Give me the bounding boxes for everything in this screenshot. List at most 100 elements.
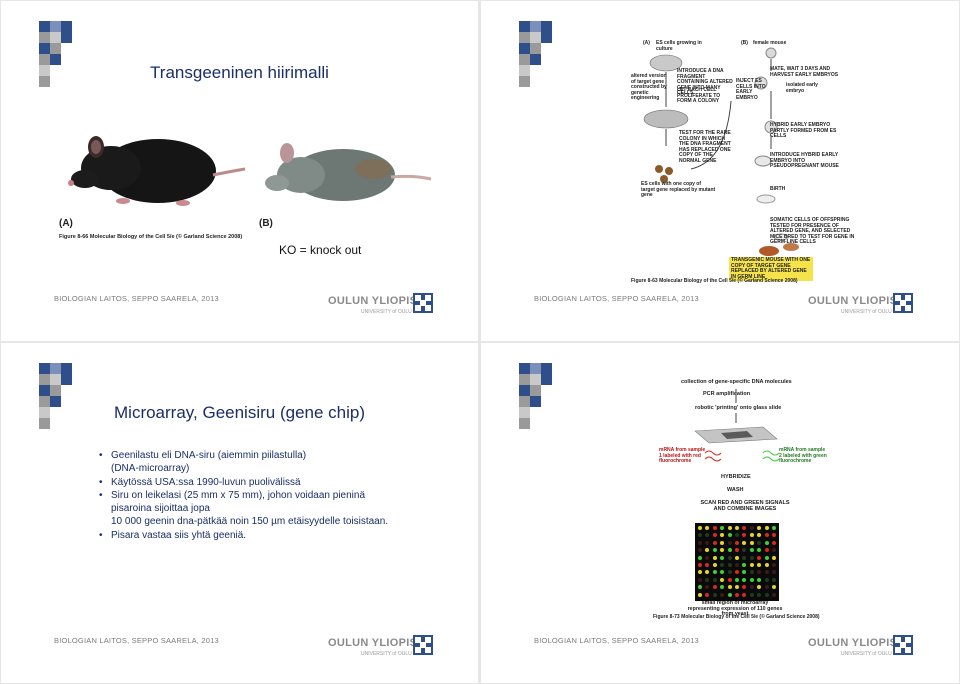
microarray-spot xyxy=(772,577,776,582)
knockout-flow-diagram xyxy=(643,47,799,256)
label-es-one-copy: ES cells with one copy of target gene re… xyxy=(641,181,716,199)
microarray-spot xyxy=(757,570,762,575)
microarray-spot xyxy=(720,555,725,560)
microarray-spot xyxy=(742,526,747,530)
microarray-spot xyxy=(772,555,776,560)
microarray-spot xyxy=(749,570,754,575)
microarray-spot xyxy=(735,533,739,538)
microarray-spot xyxy=(727,585,732,590)
microarray-spot xyxy=(727,555,732,560)
slide-title: Transgeeninen hiirimalli xyxy=(150,63,329,82)
microarray-spot xyxy=(749,585,754,590)
microarray-spot xyxy=(735,563,739,567)
microarray-spot xyxy=(757,526,762,530)
microarray-spot xyxy=(772,563,776,567)
microarray-spot xyxy=(720,570,725,575)
slide-transgenic-mouse: Transgeeninen hiirimalli (A) (B) Figure … xyxy=(1,1,478,341)
microarray-spot xyxy=(727,533,732,538)
microarray-spot xyxy=(772,533,776,538)
microarray-spot xyxy=(764,540,769,545)
label-transgenic-mouse: TRANSGENIC MOUSE WITH ONE COPY OF TARGET… xyxy=(729,257,813,282)
label-inject: INJECT ES CELLS INTO EARLY EMBRYO xyxy=(736,78,766,101)
microarray-spot xyxy=(742,548,747,553)
corner-decoration xyxy=(519,363,563,435)
label-collection: collection of gene-specific DNA molecule… xyxy=(681,379,792,385)
label-mrna-sample2: mRNA from sample 2 labeled with green fl… xyxy=(779,447,827,465)
glass-slide-image xyxy=(694,389,778,444)
microarray-spot xyxy=(727,577,732,582)
label-mrna-sample1: mRNA from sample 1 labeled with red fluo… xyxy=(659,447,706,465)
microarray-spot xyxy=(735,585,739,590)
microarray-spot xyxy=(705,540,710,545)
microarray-spot xyxy=(764,577,769,582)
microarray-spot xyxy=(764,585,769,590)
microarray-spot xyxy=(749,540,754,545)
fluorochrome-strands-image xyxy=(704,450,780,462)
bullet-item: Geenilastu eli DNA-siru (aiemmin piilast… xyxy=(97,449,437,476)
university-logo-text: OULUN YLIOPISTO xyxy=(328,637,433,649)
microarray-spot xyxy=(757,555,762,560)
microarray-spot xyxy=(742,570,747,575)
university-logo-subtext: UNIVERSITY of OULU xyxy=(361,651,412,657)
label-scan: SCAN RED AND GREEN SIGNALS AND COMBINE I… xyxy=(700,500,790,512)
microarray-spot-grid xyxy=(695,523,779,601)
university-logo-text: OULUN YLIOPISTO xyxy=(808,637,913,649)
black-mouse-image xyxy=(68,136,246,206)
bullet-item: Siru on leikelasi (25 mm x 75 mm), johon… xyxy=(97,489,437,529)
microarray-spot xyxy=(772,570,776,575)
microarray-spot xyxy=(720,526,725,530)
university-emblem-icon xyxy=(413,635,433,655)
panel-label-a: (A) xyxy=(59,218,73,229)
microarray-spot xyxy=(698,548,702,553)
label-female-mouse: female mouse xyxy=(753,40,787,46)
microarray-spot xyxy=(698,555,702,560)
label-let-proliferate: LET EACH CELL PROLIFERATE TO FORM A COLO… xyxy=(677,87,721,105)
microarray-spot xyxy=(727,548,732,553)
label-isolated-embryo: isolated early embryo xyxy=(786,82,818,94)
bullet-item: Pisara vastaa siis yhtä geeniä. xyxy=(97,529,437,543)
knockout-mouse-image xyxy=(265,143,432,201)
microarray-spot xyxy=(749,548,754,553)
microarray-spot xyxy=(712,548,717,553)
microarray-spot xyxy=(757,548,762,553)
microarray-spot xyxy=(720,563,725,567)
microarray-spot xyxy=(735,570,739,575)
microarray-spot xyxy=(764,563,769,567)
label-robotic: robotic 'printing' onto glass slide xyxy=(695,405,782,411)
microarray-spot xyxy=(698,540,702,545)
label-hybrid-embryo: HYBRID EARLY EMBRYO PARTLY FORMED FROM E… xyxy=(770,122,837,140)
microarray-spot xyxy=(749,563,754,567)
microarray-spot xyxy=(720,585,725,590)
university-logo-text: OULUN YLIOPISTO xyxy=(808,295,913,307)
microarray-spot xyxy=(764,526,769,530)
microarray-spot xyxy=(742,533,747,538)
microarray-spot xyxy=(727,526,732,530)
microarray-spot xyxy=(749,526,754,530)
microarray-spot xyxy=(764,570,769,575)
label-wash: WASH xyxy=(727,487,744,493)
microarray-spot xyxy=(720,592,725,597)
ko-definition: KO = knock out xyxy=(279,243,362,257)
microarray-spot xyxy=(772,592,776,597)
microarray-spot xyxy=(764,548,769,553)
microarray-spot xyxy=(735,577,739,582)
microarray-spot xyxy=(757,533,762,538)
microarray-spot xyxy=(757,563,762,567)
footer-department: BIOLOGIAN LAITOS, SEPPO SAARELA, 2013 xyxy=(54,636,219,645)
microarray-spot xyxy=(742,555,747,560)
label-hybridize: HYBRIDIZE xyxy=(721,474,751,480)
label-pcr: PCR amplification xyxy=(703,391,751,397)
microarray-spot xyxy=(757,577,762,582)
microarray-spot xyxy=(705,570,710,575)
footer-department: BIOLOGIAN LAITOS, SEPPO SAARELA, 2013 xyxy=(54,294,219,303)
corner-decoration xyxy=(39,363,83,435)
panel-label-b: (B) xyxy=(259,218,273,229)
microarray-spot xyxy=(772,526,776,530)
microarray-spot xyxy=(735,540,739,545)
microarray-spot xyxy=(735,555,739,560)
university-logo-subtext: UNIVERSITY of OULU xyxy=(841,309,892,315)
microarray-spot xyxy=(705,577,710,582)
slide-title: Microarray, Geenisiru (gene chip) xyxy=(114,403,365,422)
microarray-spot xyxy=(742,592,747,597)
university-emblem-icon xyxy=(893,635,913,655)
